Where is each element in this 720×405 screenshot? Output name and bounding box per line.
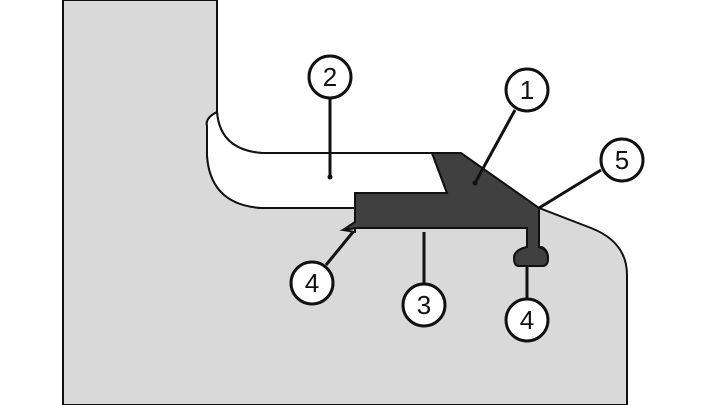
leader-1-dot <box>472 180 478 186</box>
leader-4a <box>324 231 355 266</box>
callout-label: 2 <box>323 62 337 92</box>
callout-circle <box>504 67 550 113</box>
seal-body <box>342 152 550 267</box>
leader-lines <box>324 98 602 298</box>
callout-label: 1 <box>520 75 534 105</box>
callout-1: 1 <box>504 67 550 113</box>
callout-4b: 4 <box>504 297 550 343</box>
leader-2-dot <box>327 174 333 180</box>
callout-circle <box>599 137 645 183</box>
callout-label: 3 <box>417 290 431 320</box>
callout-circle <box>504 297 550 343</box>
callout-label: 4 <box>520 305 534 335</box>
leader-5 <box>538 168 602 210</box>
callout-4a: 4 <box>289 260 335 306</box>
callout-3: 3 <box>401 282 447 328</box>
cavity-region <box>205 110 449 209</box>
leader-1 <box>473 109 517 184</box>
callout-circle <box>289 260 335 306</box>
callout-label: 5 <box>615 145 629 175</box>
callout-circle <box>307 54 353 100</box>
callout-5: 5 <box>599 137 645 183</box>
callout-circle <box>401 282 447 328</box>
callout-label: 4 <box>305 268 319 298</box>
callout-2: 2 <box>307 54 353 100</box>
